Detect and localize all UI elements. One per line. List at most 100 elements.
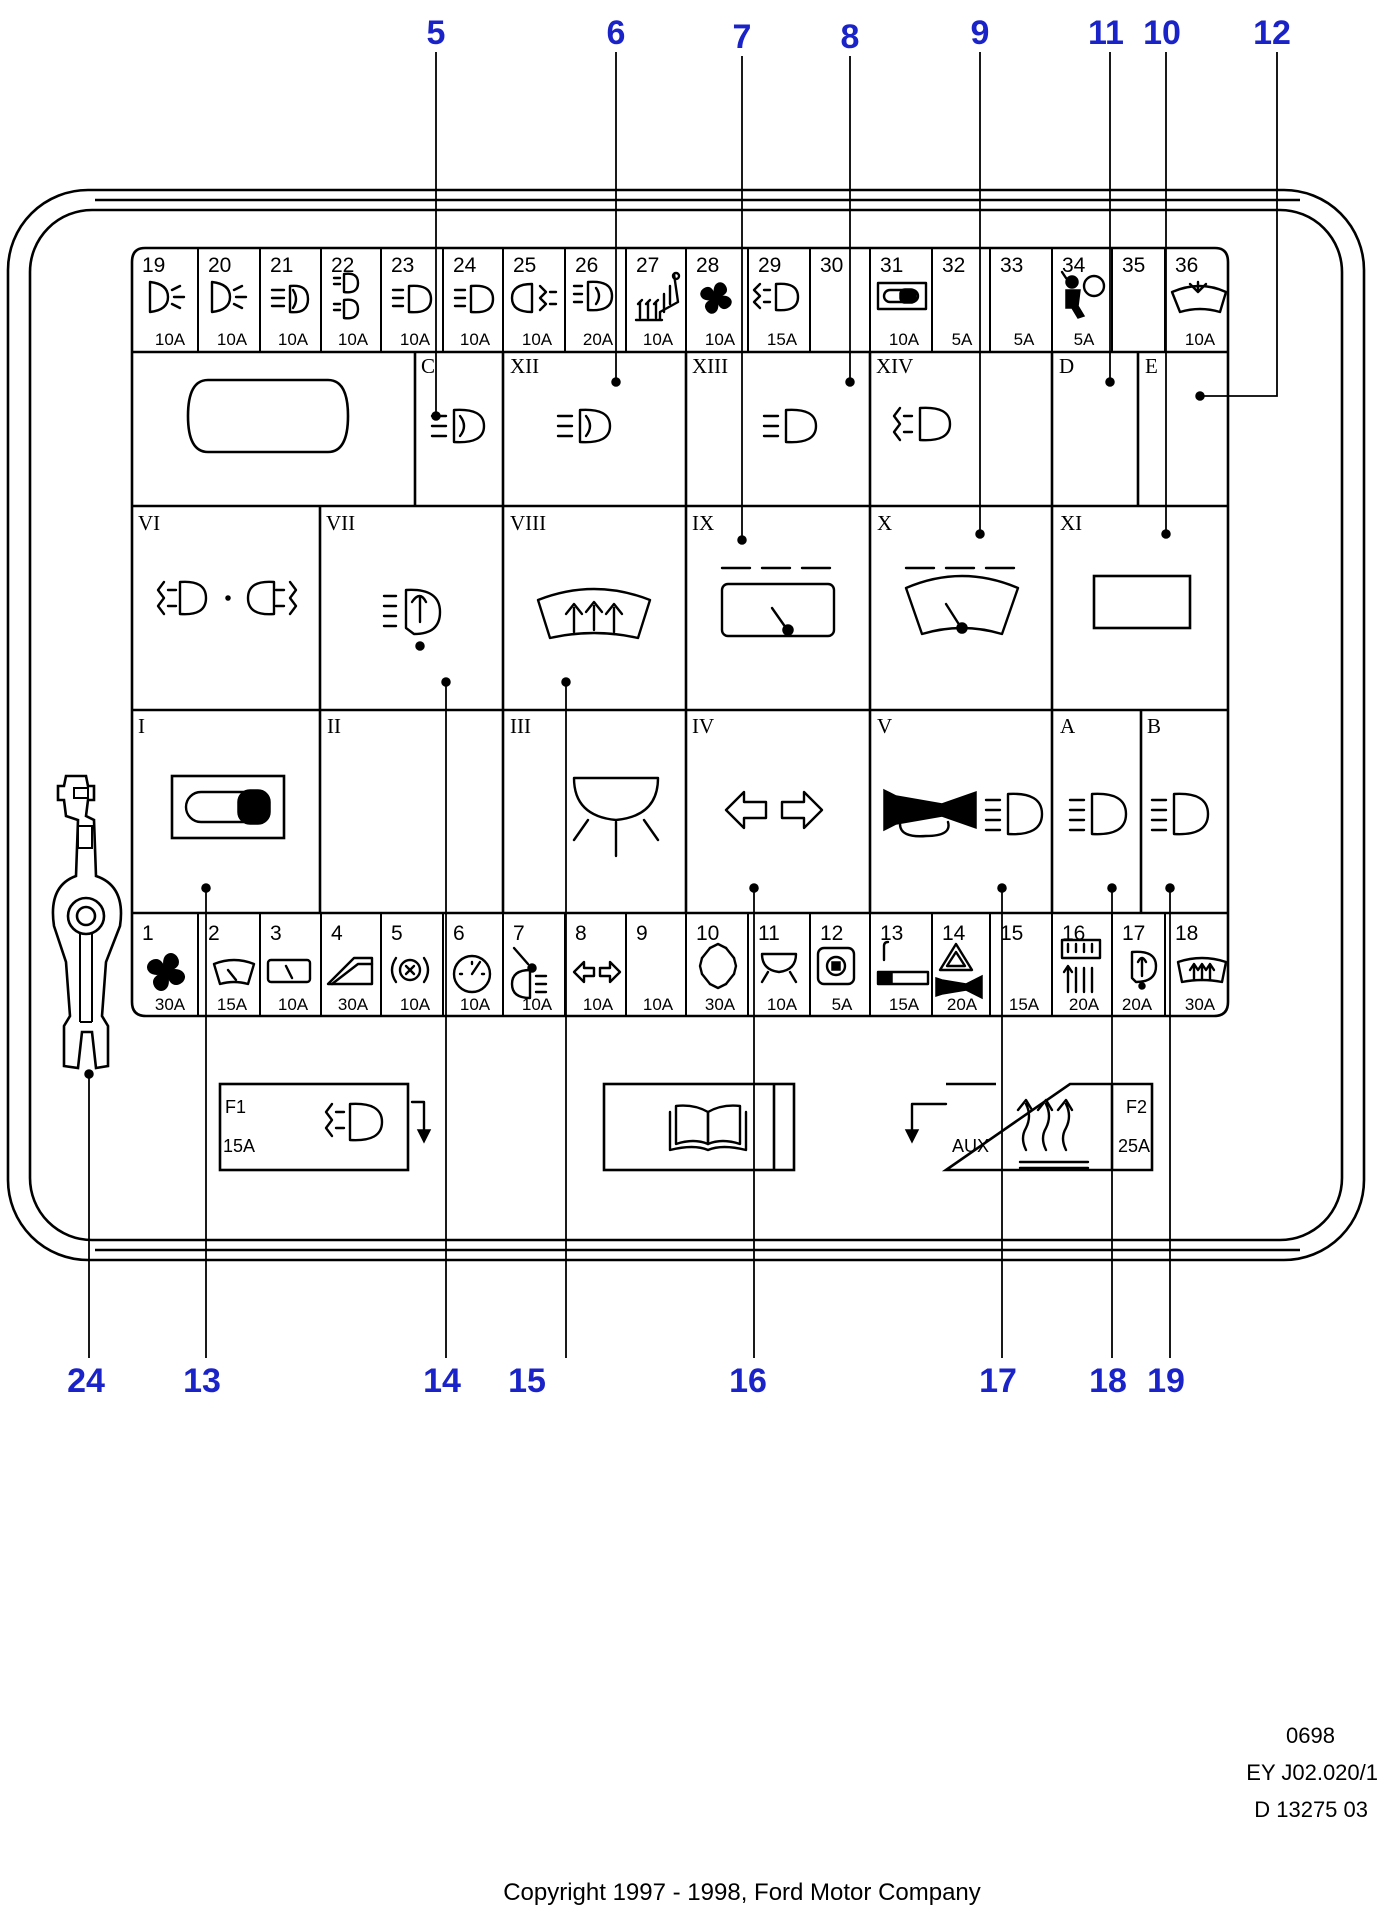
fuse-number: 24: [453, 254, 477, 277]
document-codes: 0698 EY J02.020/1 D 13275 03: [1246, 1723, 1378, 1822]
relay-label-B: B: [1147, 714, 1161, 738]
rear-fog-light-icon: [510, 282, 558, 314]
book-icon: [668, 1104, 748, 1152]
fuse-number: 6: [453, 922, 465, 945]
f1-amp: 15A: [223, 1136, 255, 1156]
interior-light-icon: [760, 952, 798, 984]
fuse-number: 35: [1122, 254, 1145, 277]
fuse-rating: 10A: [217, 330, 248, 349]
fuse-number: 34: [1062, 254, 1086, 277]
fuse-rating: 20A: [1069, 995, 1100, 1014]
horn-icon: [883, 788, 977, 838]
fuse-rating: 10A: [767, 995, 798, 1014]
top-fuse-row: 1910A2010A2110A2210A2310A2410A2510A2620A…: [142, 254, 1216, 349]
bottom-fuse-row: 130A215A310A430A510A610A710A810A910A1030…: [142, 922, 1216, 1014]
instrument-icon: [266, 958, 312, 984]
fuse-rating: 10A: [460, 330, 491, 349]
relay-label-X: X: [877, 511, 892, 535]
callouts-bottom: 24 13 14 15 16 17 18 19: [67, 1362, 1185, 1400]
fuse-rating: 10A: [400, 995, 431, 1014]
fuse-number: 36: [1175, 254, 1198, 277]
fog-light-icon: [752, 282, 800, 312]
callout-label: 12: [1253, 14, 1291, 52]
fuse-number: 31: [880, 254, 903, 277]
relay-label-VIII: VIII: [510, 511, 546, 535]
fuse-number: 5: [391, 922, 403, 945]
fuse-number: 22: [331, 254, 354, 277]
hazard-horn-icon: [935, 942, 983, 1000]
aux-fuse-f2: AUX F2 25A: [904, 1082, 1154, 1172]
manual-slot: [602, 1082, 796, 1172]
fuse-number: 7: [513, 922, 525, 945]
indicator-icon: [724, 790, 824, 830]
arrow-down-icon: [904, 1102, 948, 1144]
fuse-rating: 30A: [155, 995, 186, 1014]
drawing-number: D 13275 03: [1254, 1797, 1368, 1822]
fuse-number: 14: [942, 922, 966, 945]
headlamp-levelling-icon: [572, 280, 614, 312]
rear-fog-light-icon: [324, 1102, 384, 1142]
fuse-number: 29: [758, 254, 781, 277]
fuse-number: 21: [270, 254, 293, 277]
fog-light-icon: [430, 408, 486, 444]
cigar-lighter-icon: [876, 940, 930, 986]
fuse-rating: 20A: [947, 995, 978, 1014]
relay-slot-blank: [1092, 574, 1192, 630]
relay-label-C: C: [421, 354, 435, 378]
relay-label-XIII: XIII: [692, 354, 728, 378]
rear-fog-light-icon: [156, 580, 298, 616]
relay-label-IV: IV: [692, 714, 714, 738]
fuse-number: 30: [820, 254, 843, 277]
relay-label-XIV: XIV: [876, 354, 913, 378]
callout-label: 13: [183, 1362, 221, 1400]
fuse-number: 8: [575, 922, 587, 945]
heater-icon: [698, 942, 738, 990]
callout-label: 9: [971, 14, 990, 52]
fuse-number: 25: [513, 254, 536, 277]
dipped-beam-icon: [1068, 792, 1128, 836]
callout-label: 19: [1147, 1362, 1185, 1400]
arrow-down-icon: [410, 1100, 432, 1144]
relay-label-VI: VI: [138, 511, 160, 535]
callout-label: 6: [607, 14, 626, 52]
callout-label: 24: [67, 1362, 105, 1400]
aux-row: F1 15A: [218, 1082, 1154, 1172]
relay-label-V: V: [877, 714, 892, 738]
fuse-number: 10: [696, 922, 719, 945]
fuse-rating: 10A: [522, 995, 553, 1014]
fuse-number: 3: [270, 922, 282, 945]
fuse-rating: 10A: [889, 330, 920, 349]
fuse-box-housing: [6, 188, 1366, 1262]
bottom-fuse-icons: [147, 938, 1228, 1000]
drawing-reference: EY J02.020/1: [1246, 1760, 1378, 1785]
airbag-icon: [1060, 270, 1106, 319]
callout-label: 16: [729, 1362, 767, 1400]
relay-label-IX: IX: [692, 511, 714, 535]
fan-icon: [700, 282, 732, 314]
fuse-rating: 10A: [643, 330, 674, 349]
callout-label: 17: [979, 1362, 1017, 1400]
fuse-number: 27: [636, 254, 659, 277]
heated-screen-icon: [1060, 938, 1102, 994]
fuse-rating: 10A: [338, 330, 369, 349]
fuse-rating: 10A: [278, 995, 309, 1014]
headlamp-icon: [510, 946, 548, 1000]
fuse-number: 4: [331, 922, 343, 945]
callout-label: 15: [508, 1362, 546, 1400]
fuse-rating: 10A: [155, 330, 186, 349]
fuse-rating: 20A: [1122, 995, 1153, 1014]
fuse-rating: 10A: [705, 330, 736, 349]
fuse-rating: 5A: [1014, 330, 1035, 349]
fan-icon: [147, 953, 185, 991]
heated-screen-icon: [536, 587, 652, 640]
interior-light-icon: [572, 776, 660, 858]
callout-label: 10: [1143, 14, 1181, 52]
fuse-number: 32: [942, 254, 965, 277]
fuse-number: 12: [820, 922, 843, 945]
side-light-icon: [148, 280, 186, 314]
fuse-rating: 15A: [767, 330, 798, 349]
fuse-puller-tool: [51, 774, 123, 1070]
fuse-number: 16: [1062, 922, 1085, 945]
top-fuse-icons: [148, 270, 1228, 322]
